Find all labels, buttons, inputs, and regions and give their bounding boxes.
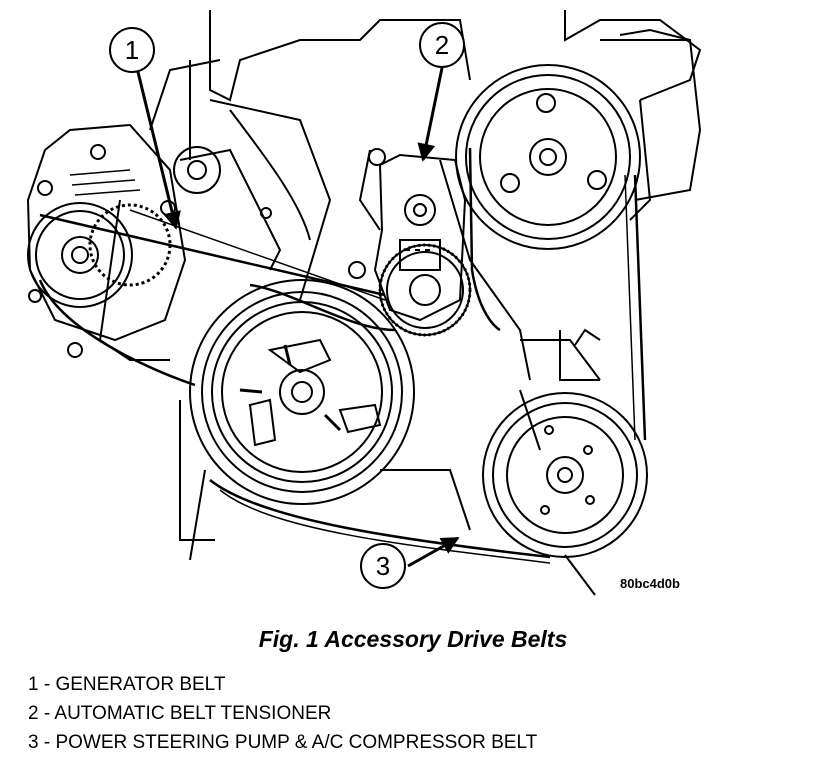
callout-3-label: 3 bbox=[376, 551, 390, 581]
belt-tensioner bbox=[348, 148, 472, 337]
generator bbox=[26, 123, 187, 358]
caption-text: Fig. 1 Accessory Drive Belts bbox=[258, 626, 568, 652]
callout-1 bbox=[109, 27, 181, 230]
callout-2-label: 2 bbox=[435, 30, 449, 60]
ac-compressor-pulley bbox=[482, 392, 648, 596]
figure-code: 80bc4d0b bbox=[620, 576, 680, 591]
callout-3 bbox=[360, 536, 460, 589]
idler-pulley bbox=[173, 146, 272, 219]
figure-caption: Fig. 1 Accessory Drive Belts bbox=[0, 626, 816, 653]
crankshaft-pulley bbox=[189, 279, 415, 505]
engine-belt-diagram: 1 2 3 80bc4d0b bbox=[26, 10, 702, 596]
legend-item-belt-tensioner: 2 - AUTOMATIC BELT TENSIONER bbox=[28, 703, 332, 724]
engine-block bbox=[98, 10, 702, 561]
legend: 1 - GENERATOR BELT 2 - AUTOMATIC BELT TE… bbox=[28, 670, 537, 757]
legend-item-ps-ac-belt: 3 - POWER STEERING PUMP & A/C COMPRESSOR… bbox=[28, 732, 538, 753]
power-steering-pulley bbox=[455, 28, 702, 250]
ps-ac-belt bbox=[209, 147, 647, 564]
legend-item-generator-belt: 1 - GENERATOR BELT bbox=[28, 674, 226, 695]
callout-2 bbox=[417, 22, 465, 162]
callout-1-label: 1 bbox=[125, 35, 139, 65]
